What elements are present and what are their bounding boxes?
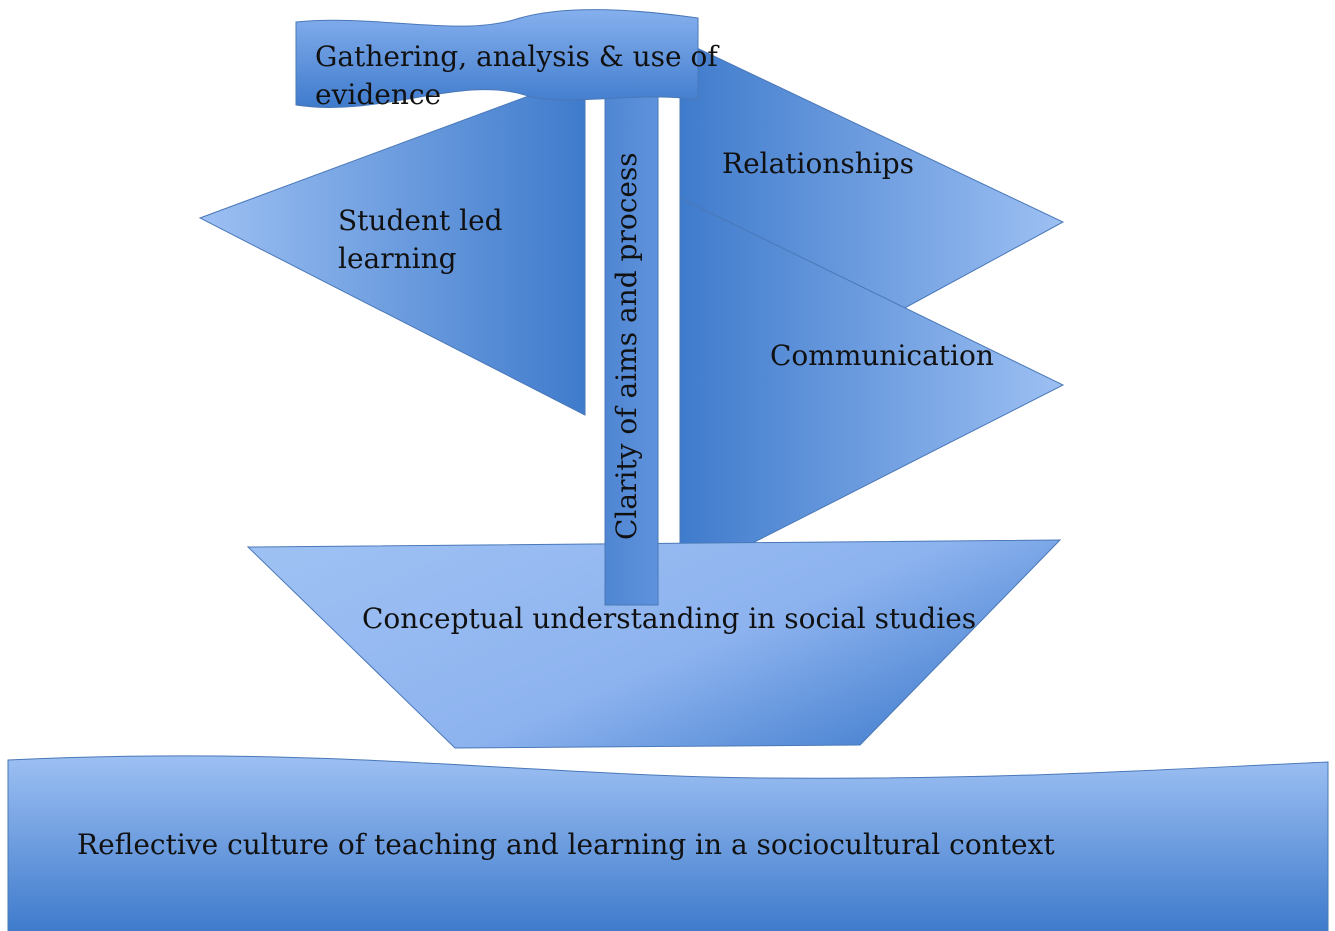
sea-wave xyxy=(7,755,1329,931)
communication-label: Communication xyxy=(770,339,994,372)
mast-label: Clarity of aims and process xyxy=(610,152,643,540)
relationships-label: Relationships xyxy=(722,147,914,180)
boat-hull xyxy=(246,539,1062,749)
banner-flag xyxy=(295,9,699,108)
banner-label: Gathering, analysis & use of evidence xyxy=(315,40,727,111)
hull-label: Conceptual understanding in social studi… xyxy=(362,602,976,635)
sea-label: Reflective culture of teaching and learn… xyxy=(77,828,1055,861)
student-led-learning-label: Student led learning xyxy=(338,204,512,275)
left-sail xyxy=(198,74,586,416)
lower-right-sail xyxy=(679,197,1065,581)
